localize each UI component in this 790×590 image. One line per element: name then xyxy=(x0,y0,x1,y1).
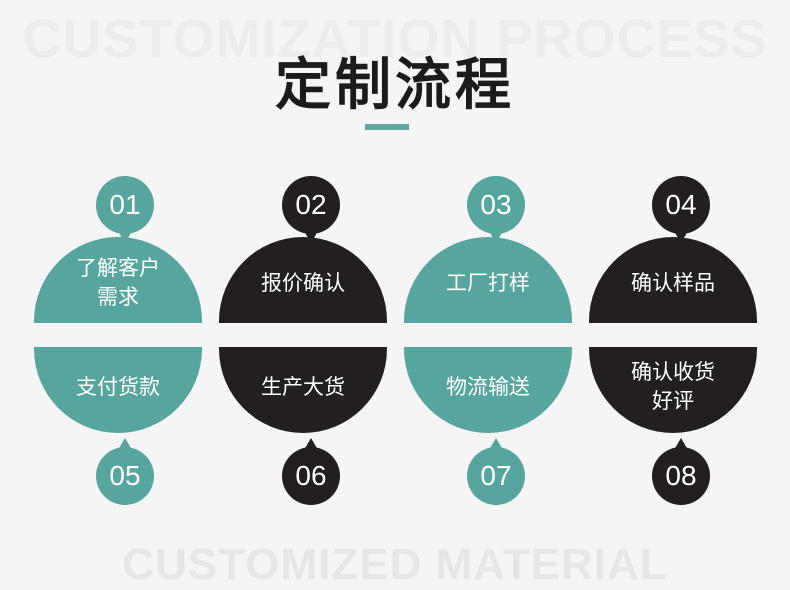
step-04-card: 确认样品 xyxy=(589,237,757,323)
step-02-number: 02 xyxy=(295,189,327,220)
step-04-number-badge: 04 xyxy=(652,176,710,243)
step-03-number: 03 xyxy=(480,189,512,220)
step-01-number-badge: 01 xyxy=(96,176,154,243)
step-03-label: 工厂打样 xyxy=(446,270,530,295)
watermark-bottom: CUSTOMIZED MATERIAL xyxy=(122,540,668,589)
step-02-number-badge: 02 xyxy=(282,176,340,243)
step-06-label: 生产大货 xyxy=(261,374,345,399)
step-08-label: 确认收货好评 xyxy=(631,360,715,413)
step-06-card: 生产大货 xyxy=(219,347,387,433)
step-02-card: 报价确认 xyxy=(219,237,387,323)
step-07-card: 物流输送 xyxy=(404,347,572,433)
step-08-number-badge: 08 xyxy=(652,438,710,505)
step-03-number-badge: 03 xyxy=(467,176,525,243)
step-07-label: 物流输送 xyxy=(446,374,530,399)
step-03-card: 工厂打样 xyxy=(404,237,572,323)
step-08-card: 确认收货好评 xyxy=(589,347,757,433)
step-07-number-badge: 07 xyxy=(467,438,525,505)
step-01-number: 01 xyxy=(109,189,141,220)
step-05-card: 支付货款 xyxy=(34,347,202,433)
page-title: 定制流程 xyxy=(275,53,515,118)
step-05-label: 支付货款 xyxy=(76,374,160,399)
step-04-number: 04 xyxy=(665,189,697,220)
step-08-number: 08 xyxy=(665,460,697,491)
step-01-card: 了解客户需求 xyxy=(34,237,202,323)
title-underline xyxy=(365,124,409,130)
step-01-label: 了解客户需求 xyxy=(76,256,160,309)
step-02-label: 报价确认 xyxy=(261,270,345,295)
step-04-label: 确认样品 xyxy=(631,270,715,295)
step-07-number: 07 xyxy=(480,460,512,491)
step-05-number: 05 xyxy=(109,460,141,491)
watermark-top: CUSTOMIZATION PROCESS xyxy=(22,9,768,69)
step-05-number-badge: 05 xyxy=(96,438,154,505)
step-06-number-badge: 06 xyxy=(282,438,340,505)
step-06-number: 06 xyxy=(295,460,327,491)
